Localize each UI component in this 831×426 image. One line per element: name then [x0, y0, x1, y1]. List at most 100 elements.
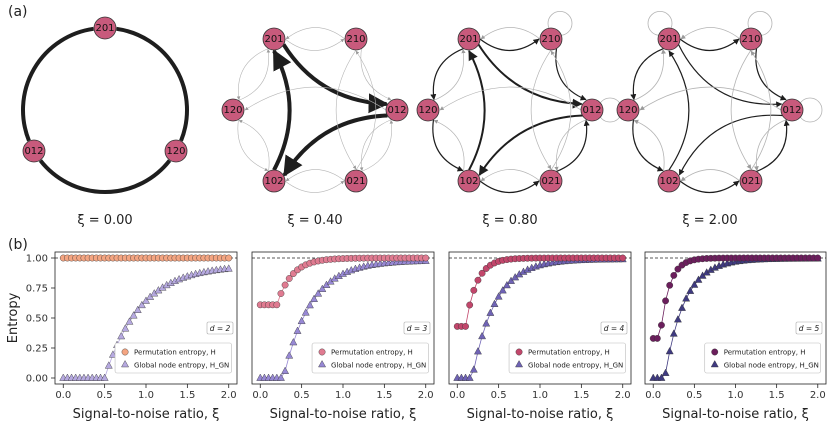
edge-021-102 [680, 169, 741, 182]
edge-012-120 [639, 86, 782, 111]
node-021 [344, 169, 368, 193]
edge-120-201 [433, 48, 466, 101]
node-label-120: 120 [223, 105, 242, 116]
panel-b-label: (b) [8, 237, 28, 253]
edge-210-201 [480, 27, 541, 40]
edge-210-201 [285, 27, 346, 40]
edge-120-102 [632, 119, 664, 172]
edge-012-102 [678, 114, 783, 176]
gn-point [133, 305, 142, 313]
gn-point [669, 329, 678, 337]
edge-201-210 [284, 38, 345, 51]
edge-012-120 [439, 86, 582, 111]
edge-120-201 [238, 49, 271, 101]
x-tick-label: 0.5 [686, 390, 702, 401]
edge-021-012 [556, 119, 590, 173]
y-tick-label: 0.75 [26, 284, 48, 295]
x-tick-label: 1.0 [728, 390, 744, 401]
edge-102-021 [284, 180, 345, 193]
x-tick-label: 0.0 [252, 390, 268, 401]
edge-120-102 [432, 119, 464, 172]
node-102 [657, 169, 681, 193]
gn-point [293, 326, 302, 334]
node-102 [262, 169, 286, 193]
gn-point [281, 366, 290, 374]
edge-201-012 [477, 43, 583, 109]
node-102 [457, 169, 481, 193]
d-label-box [795, 321, 823, 335]
perm-point [285, 275, 293, 282]
perm-point [462, 322, 469, 330]
legend-gn-label: Global node entropy, H_GN [331, 362, 426, 370]
gn-point [498, 286, 507, 294]
edge-201-120 [630, 47, 664, 101]
node-label-210: 210 [346, 34, 365, 45]
gn-point [657, 373, 666, 381]
perm-point [674, 265, 682, 273]
perm-point [474, 276, 482, 284]
node-label-012: 012 [782, 105, 801, 116]
node-label-201: 201 [264, 34, 283, 45]
legend-gn-marker [710, 360, 719, 368]
edge-021-102 [480, 169, 541, 182]
perm-point [670, 272, 678, 279]
x-tick-label: 0.5 [97, 390, 113, 401]
edge-012-102 [478, 114, 583, 176]
edge-012-102 [282, 113, 388, 177]
edge-120-201 [633, 48, 666, 101]
legend-box [508, 342, 626, 374]
node-201 [457, 27, 481, 51]
edge-201-012 [677, 44, 783, 108]
perm-point [658, 321, 665, 329]
gn-point [314, 289, 323, 297]
legend-gn-label: Global node entropy, H_GN [528, 362, 623, 370]
gn-point [673, 315, 682, 323]
node-label-021: 021 [346, 176, 365, 187]
x-tick-label: 1.5 [769, 390, 785, 401]
gn-point [289, 338, 298, 346]
gn-point [682, 294, 691, 302]
edge-012-021 [754, 119, 787, 172]
node-021 [539, 169, 563, 193]
gn-point [486, 308, 495, 316]
edge-021-102 [285, 169, 346, 182]
edge-210-201 [680, 27, 741, 40]
gn-point [494, 292, 503, 300]
perm-point [422, 254, 430, 262]
gn-point [482, 319, 491, 327]
node-012 [385, 98, 409, 122]
gn-point [285, 351, 294, 359]
x-tick-label: 1.0 [138, 390, 154, 401]
node-label-210: 210 [541, 34, 560, 45]
node-210 [344, 27, 368, 51]
x-tick-label: 1.0 [532, 390, 548, 401]
xi-label: ξ = 0.80 [482, 213, 537, 228]
edge-102-021 [679, 180, 740, 193]
gn-point [694, 275, 703, 283]
gn-point [318, 284, 327, 292]
legend-perm-label: Permutation entropy, H [528, 349, 610, 357]
node-210 [539, 27, 563, 51]
node-201 [657, 27, 681, 51]
node-label-102: 102 [459, 176, 478, 187]
edge-102-201 [468, 50, 486, 171]
legend-box [114, 342, 232, 374]
legend-box [311, 342, 429, 374]
edge-201-120 [430, 47, 464, 101]
edge-012-021 [554, 119, 587, 172]
x-axis-title: Signal-to-noise ratio, ξ [662, 407, 809, 422]
edge-102-120 [633, 119, 665, 172]
x-axis-title: Signal-to-noise ratio, ξ [270, 407, 417, 422]
perm-point [478, 269, 486, 277]
y-axis-title: Entropy [6, 292, 21, 343]
gn-point [490, 299, 499, 307]
legend-gn-label: Global node entropy, H_GN [724, 362, 819, 370]
gn-point [305, 301, 314, 309]
gn-point [469, 365, 478, 373]
panel-a-label: (a) [8, 4, 28, 20]
x-tick-label: 0.5 [294, 390, 310, 401]
